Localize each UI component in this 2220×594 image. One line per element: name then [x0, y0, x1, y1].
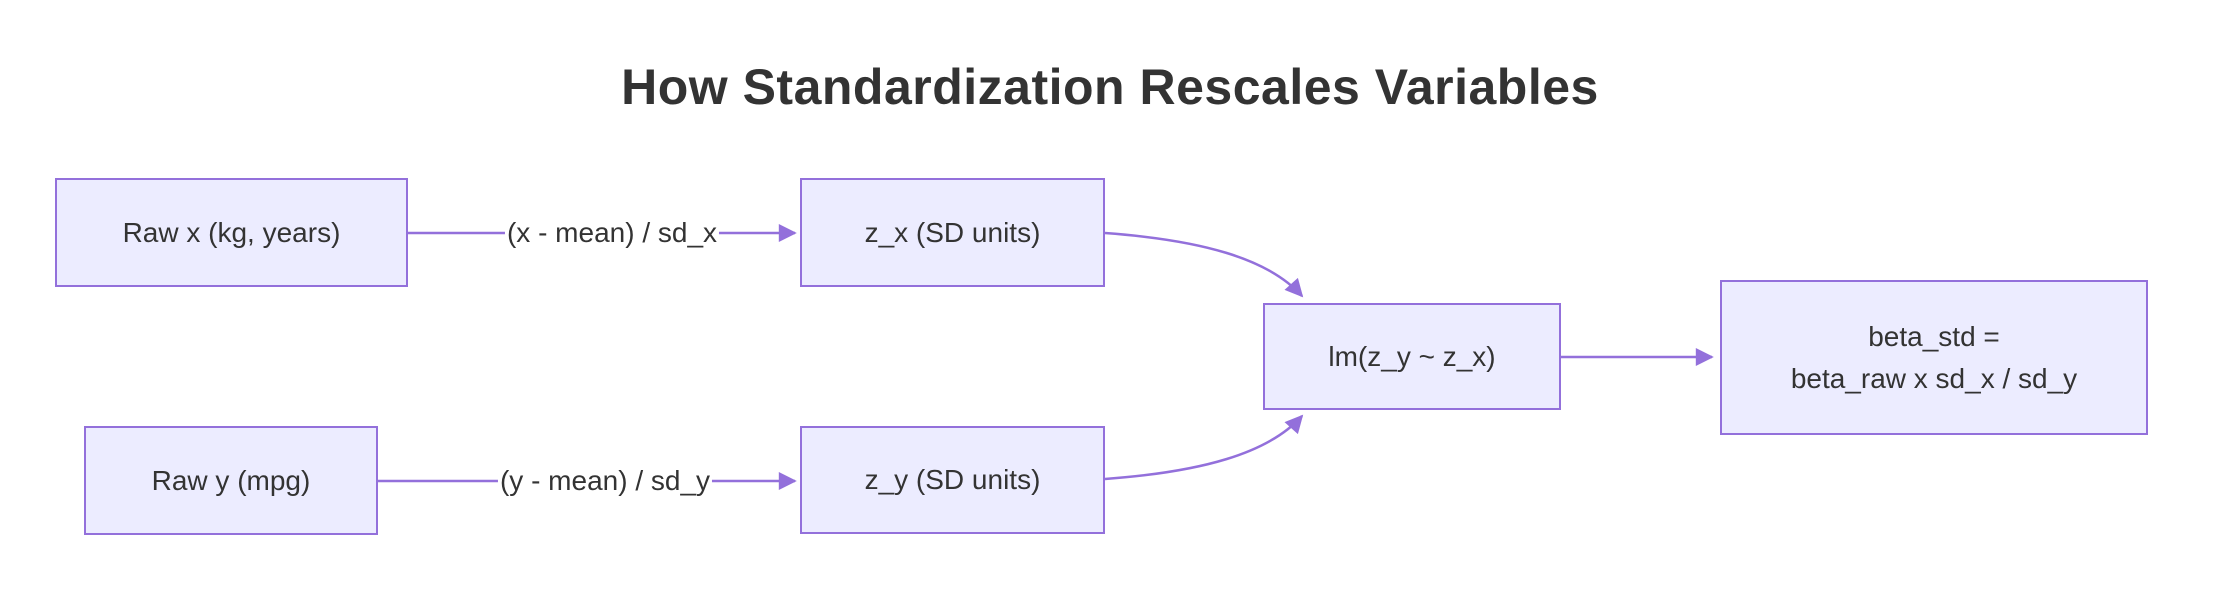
node-z-y: z_y (SD units) — [800, 426, 1105, 534]
node-z-x-label: z_x (SD units) — [864, 216, 1041, 248]
node-beta: beta_std = beta_raw x sd_x / sd_y — [1720, 280, 2148, 435]
node-raw-y-label: Raw y (mpg) — [151, 464, 311, 496]
node-beta-label-line2: beta_raw x sd_x / sd_y — [1790, 362, 2078, 394]
node-raw-x: Raw x (kg, years) — [55, 178, 408, 287]
edge-z-x-to-lm — [1104, 231, 1304, 298]
node-z-y-label: z_y (SD units) — [864, 464, 1041, 495]
node-raw-y: Raw y (mpg) — [84, 426, 378, 535]
node-raw-x-label: Raw x (kg, years) — [122, 216, 341, 248]
node-lm: lm(z_y ~ z_x) — [1263, 303, 1561, 410]
diagram-title: How Standardization Rescales Variables — [621, 59, 1599, 115]
edge-label-x-transform: (x - mean) / sd_x — [504, 217, 720, 249]
node-beta-label-line1: beta_std = — [1868, 320, 2000, 352]
edge-label-y-transform: (y - mean) / sd_y — [497, 465, 713, 497]
edge-z-y-to-lm — [1104, 414, 1304, 481]
node-lm-label: lm(z_y ~ z_x) — [1328, 340, 1496, 372]
node-z-x: z_x (SD units) — [800, 178, 1105, 287]
